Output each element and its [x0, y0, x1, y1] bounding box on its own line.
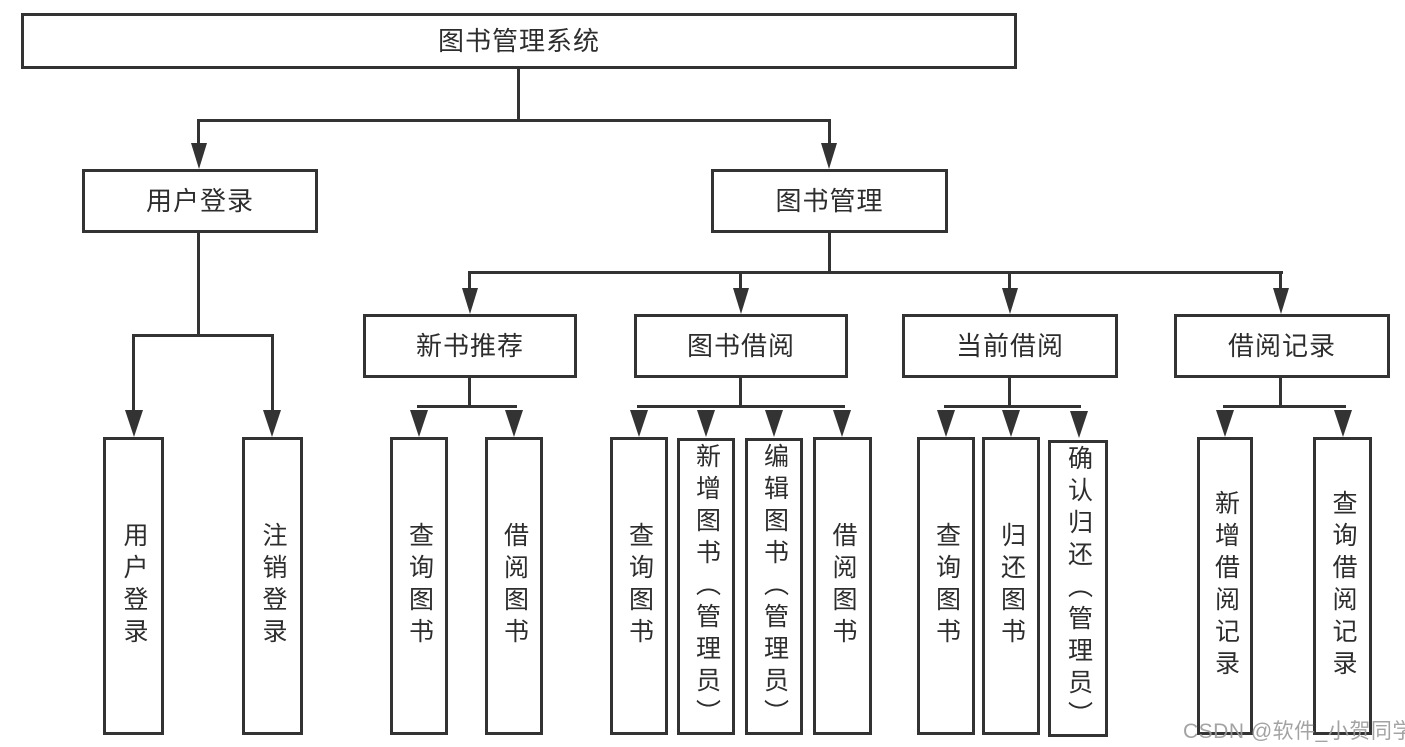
connector-line — [197, 119, 200, 147]
connector-line — [271, 334, 274, 414]
arrow-down-icon — [191, 143, 207, 169]
leaf-cb-return-books: 归还图书 — [982, 437, 1040, 735]
node-new-book-recommend-label: 新书推荐 — [415, 331, 524, 361]
connector-line — [1279, 378, 1282, 408]
connector-line — [739, 378, 742, 408]
node-book-management: 图书管理 — [711, 169, 948, 233]
node-root-label: 图书管理系统 — [437, 26, 600, 56]
connector-line — [197, 119, 831, 122]
leaf-logout-label: 注销登录 — [259, 522, 287, 650]
leaf-bb-borrow-books-label: 借阅图书 — [829, 522, 857, 650]
connector-line — [739, 271, 742, 291]
node-borrow-records-label: 借阅记录 — [1227, 331, 1336, 361]
arrow-down-icon — [1273, 288, 1289, 314]
leaf-bb-add-books-admin: 新增图书（管理员） — [677, 438, 735, 735]
node-user-login-label: 用户登录 — [145, 186, 254, 216]
connector-line — [1008, 271, 1011, 291]
connector-line — [132, 334, 135, 414]
connector-line — [1223, 405, 1346, 408]
node-current-borrow-label: 当前借阅 — [955, 331, 1064, 361]
connector-line — [517, 68, 520, 122]
connector-line — [468, 378, 471, 408]
leaf-bb-query-books: 查询图书 — [610, 437, 668, 735]
leaf-bb-edit-books-admin: 编辑图书（管理员） — [745, 438, 803, 735]
connector-line — [944, 405, 1081, 408]
arrow-down-icon — [410, 410, 428, 437]
leaf-bb-borrow-books: 借阅图书 — [813, 437, 872, 735]
connector-line — [828, 233, 831, 273]
arrow-down-icon — [1070, 411, 1088, 438]
arrow-down-icon — [462, 288, 478, 314]
arrow-down-icon — [630, 410, 648, 437]
arrow-down-icon — [733, 288, 749, 314]
node-new-book-recommend: 新书推荐 — [363, 314, 577, 378]
arrow-down-icon — [263, 410, 281, 437]
leaf-cb-query-books: 查询图书 — [917, 437, 975, 735]
arrow-down-icon — [125, 410, 143, 437]
leaf-nbr-borrow-books-label: 借阅图书 — [500, 522, 529, 650]
connector-line — [417, 405, 517, 408]
arrow-down-icon — [1002, 288, 1018, 314]
leaf-nbr-borrow-books: 借阅图书 — [485, 437, 543, 735]
node-current-borrow: 当前借阅 — [902, 314, 1118, 378]
leaf-nbr-query-books-label: 查询图书 — [405, 522, 434, 650]
leaf-bb-edit-books-admin-label: 编辑图书（管理员） — [760, 442, 789, 731]
node-book-management-label: 图书管理 — [775, 186, 884, 216]
node-root: 图书管理系统 — [21, 13, 1017, 69]
connector-line — [1008, 378, 1011, 408]
leaf-bb-add-books-admin-label: 新增图书（管理员） — [692, 442, 721, 731]
connector-line — [1279, 271, 1282, 291]
node-user-login: 用户登录 — [82, 169, 318, 233]
leaf-cb-confirm-return-admin-label: 确认归还（管理员） — [1064, 444, 1093, 733]
leaf-br-query-record-label: 查询借阅记录 — [1329, 490, 1357, 682]
node-book-borrow-label: 图书借阅 — [686, 331, 795, 361]
arrow-down-icon — [833, 410, 851, 437]
node-book-borrow: 图书借阅 — [634, 314, 848, 378]
connector-line — [468, 271, 1283, 274]
leaf-br-add-record-label: 新增借阅记录 — [1211, 490, 1240, 682]
arrow-down-icon — [505, 410, 523, 437]
leaf-br-add-record: 新增借阅记录 — [1197, 437, 1253, 735]
leaf-nbr-query-books: 查询图书 — [390, 437, 448, 735]
arrow-down-icon — [697, 410, 715, 437]
connector-line — [197, 233, 200, 337]
connector-line — [132, 334, 274, 337]
leaf-logout: 注销登录 — [242, 437, 303, 735]
leaf-cb-query-books-label: 查询图书 — [932, 522, 961, 650]
arrow-down-icon — [1002, 410, 1020, 437]
leaf-user-login: 用户登录 — [103, 437, 164, 735]
arrow-down-icon — [821, 143, 837, 169]
arrow-down-icon — [937, 410, 955, 437]
leaf-user-login-label: 用户登录 — [120, 522, 148, 650]
connector-line — [637, 405, 845, 408]
leaf-cb-confirm-return-admin: 确认归还（管理员） — [1048, 440, 1108, 737]
node-borrow-records: 借阅记录 — [1174, 314, 1390, 378]
arrow-down-icon — [765, 410, 783, 437]
arrow-down-icon — [1216, 410, 1234, 437]
leaf-cb-return-books-label: 归还图书 — [997, 522, 1026, 650]
leaf-br-query-record: 查询借阅记录 — [1313, 437, 1372, 735]
connector-line — [468, 271, 471, 291]
arrow-down-icon — [1334, 410, 1352, 437]
leaf-bb-query-books-label: 查询图书 — [625, 522, 654, 650]
watermark: CSDN @软件_小贺同学 — [1183, 720, 1405, 743]
connector-line — [828, 119, 831, 147]
